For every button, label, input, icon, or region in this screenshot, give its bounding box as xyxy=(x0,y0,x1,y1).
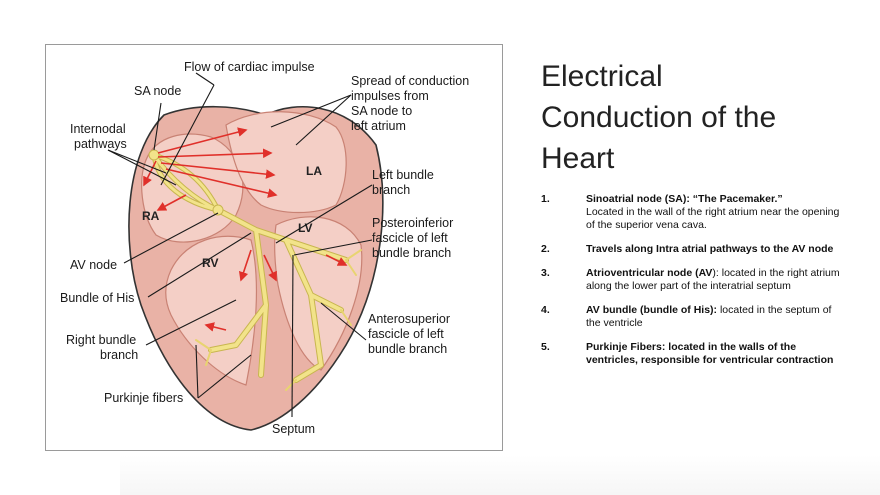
septum-label: Septum xyxy=(272,422,315,436)
slide-footer-shade xyxy=(120,455,880,495)
impulse-arrows xyxy=(143,127,348,332)
sa-node-label: SA node xyxy=(134,84,181,98)
list-item: 2. Travels along Intra atrial pathways t… xyxy=(541,243,841,256)
title-line: Electrical xyxy=(541,60,663,93)
item-heading: Travels along Intra atrial pathways to t… xyxy=(586,243,834,255)
list-number: 3. xyxy=(541,267,550,279)
left-bundle-label-2: branch xyxy=(372,183,410,197)
list-item: 3. Atrioventricular node (AV): located i… xyxy=(541,267,841,293)
title-line: Heart xyxy=(541,142,615,175)
list-item: 5. Purkinje Fibers: located in the walls… xyxy=(541,341,841,367)
item-heading: Atrioventricular node (AV xyxy=(586,267,713,279)
internodal-label-2: pathways xyxy=(74,137,127,151)
spread-label-4: left atrium xyxy=(351,119,406,133)
item-heading: Purkinje Fibers: located in the walls of… xyxy=(586,341,834,366)
av-node-marker xyxy=(212,204,224,216)
antero-label-2: fascicle of left xyxy=(368,327,444,341)
internodal-label-1: Internodal xyxy=(70,122,126,136)
antero-label-1: Anterosuperior xyxy=(368,312,450,326)
heart-conduction-figure: LA RA LV RV xyxy=(45,44,503,451)
av-node-label: AV node xyxy=(70,258,117,272)
lv-label: LV xyxy=(298,221,312,235)
item-text: Located in the wall of the right atrium … xyxy=(586,206,840,231)
la-label: LA xyxy=(306,164,322,178)
list-number: 2. xyxy=(541,243,550,255)
item-text: located in the septum of the ventricle xyxy=(586,304,832,329)
list-item: 1. Sinoatrial node (SA): “The Pacemaker.… xyxy=(541,193,841,232)
sa-node-marker xyxy=(148,149,160,161)
postero-label-2: fascicle of left xyxy=(372,231,448,245)
item-heading: AV bundle (bundle of His): xyxy=(586,304,718,316)
conduction-pathways xyxy=(151,152,362,391)
antero-label-3: bundle branch xyxy=(368,342,447,356)
conduction-steps-list: 1. Sinoatrial node (SA): “The Pacemaker.… xyxy=(541,193,841,367)
right-bundle-label-2: branch xyxy=(100,348,138,362)
postero-label-1: Posteroinferior xyxy=(372,216,453,230)
rv-label: RV xyxy=(202,256,218,270)
item-text: ): located in the right atrium along the… xyxy=(586,267,840,292)
item-heading: Sinoatrial node (SA): “The Pacemaker.” xyxy=(586,193,783,205)
right-atrium xyxy=(141,133,244,243)
leader-lines xyxy=(107,72,373,418)
spread-label-2: impulses from xyxy=(351,89,429,103)
left-bundle-label-1: Left bundle xyxy=(372,168,434,182)
ra-label: RA xyxy=(142,209,160,223)
heart-diagram: LA RA LV RV xyxy=(60,60,469,436)
list-number: 4. xyxy=(541,304,550,316)
spread-label-3: SA node to xyxy=(351,104,412,118)
list-item: 4. AV bundle (bundle of His): located in… xyxy=(541,304,841,330)
purkinje-label: Purkinje fibers xyxy=(104,391,183,405)
title-line: Conduction of the xyxy=(541,101,777,134)
flow-label: Flow of cardiac impulse xyxy=(184,60,315,74)
list-number: 1. xyxy=(541,193,550,205)
slide-title: Electrical Conduction of the Heart xyxy=(541,56,861,179)
right-bundle-label-1: Right bundle xyxy=(66,333,136,347)
spread-label-1: Spread of conduction xyxy=(351,74,469,88)
bundle-his-label: Bundle of His xyxy=(60,291,134,305)
list-number: 5. xyxy=(541,341,550,353)
postero-label-3: bundle branch xyxy=(372,246,451,260)
